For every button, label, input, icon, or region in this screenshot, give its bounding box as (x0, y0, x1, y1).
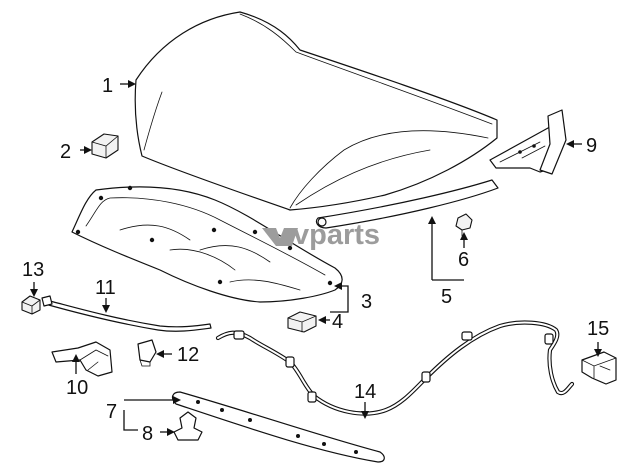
callout-1: 1 (102, 75, 113, 97)
callout-7: 7 (106, 401, 117, 423)
callout-12: 12 (177, 344, 199, 366)
hood-release-cable[interactable] (215, 320, 575, 416)
hood-support-rod[interactable] (41, 295, 212, 332)
hood-panel[interactable] (134, 11, 498, 211)
hood-insulator[interactable] (71, 185, 343, 303)
callout-14: 14 (354, 381, 376, 403)
callout-13: 13 (22, 259, 44, 281)
watermark-logo-mark (262, 228, 298, 246)
seal-push-clip[interactable] (173, 411, 203, 441)
callout-8: 8 (142, 423, 153, 445)
callout-2: 2 (60, 141, 71, 163)
rod-grommet[interactable] (137, 339, 157, 367)
hood-bumper-pad[interactable] (91, 133, 119, 159)
support-rod-holder[interactable] (51, 341, 113, 377)
insulator-clip[interactable] (21, 295, 41, 315)
weatherstrip-clip[interactable] (455, 213, 473, 237)
callout-9: 9 (586, 135, 597, 157)
callout-11: 11 (95, 277, 116, 299)
hood-latch[interactable] (581, 351, 617, 385)
leader-lines (30, 80, 602, 436)
callout-15: 15 (587, 318, 609, 340)
callout-10: 10 (66, 377, 88, 399)
callout-5: 5 (441, 286, 452, 308)
hood-weatherstrip[interactable] (315, 179, 499, 229)
front-seal-strip[interactable] (171, 391, 385, 463)
callout-3: 3 (361, 291, 372, 313)
insulator-retainer-pad[interactable] (287, 311, 317, 333)
callout-6: 6 (458, 249, 469, 271)
watermark: vparts (262, 219, 380, 251)
callout-4: 4 (332, 311, 343, 333)
hood-hinge[interactable] (489, 109, 567, 175)
watermark-text: vparts (293, 219, 380, 251)
